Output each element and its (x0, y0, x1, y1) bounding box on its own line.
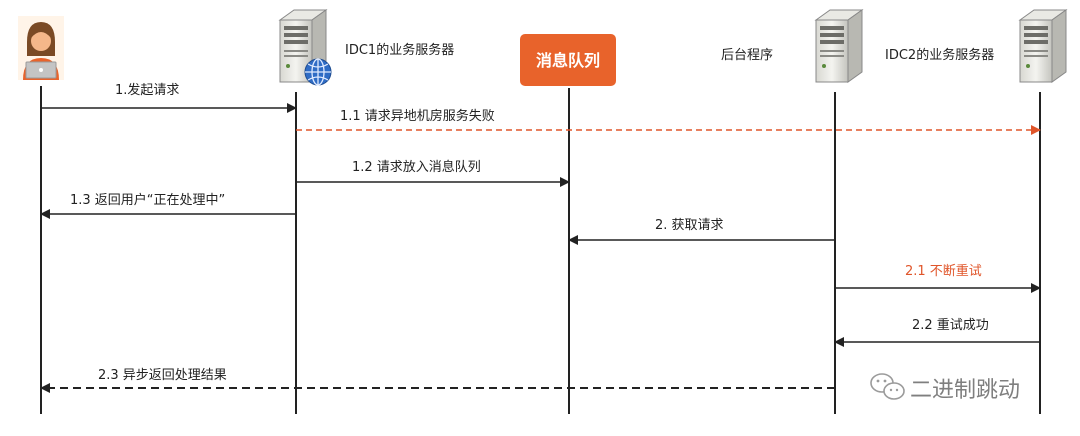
participant-label-mq: 消息队列 (536, 51, 600, 70)
server-globe-icon (279, 9, 332, 86)
wechat-icon (870, 373, 905, 400)
user-laptop-icon (18, 16, 64, 80)
participant-label-idc1: IDC1的业务服务器 (345, 42, 454, 58)
watermark-text: 二进制跳动 (910, 378, 1020, 403)
message-label-1: 1.发起请求 (115, 82, 179, 98)
message-label-2: 2. 获取请求 (655, 218, 724, 233)
message-label-2-1: 2.1 不断重试 (905, 263, 982, 279)
message-label-2-3: 2.3 异步返回处理结果 (98, 368, 227, 383)
message-label-1-1: 1.1 请求异地机房服务失败 (340, 108, 495, 124)
participant-label-backend: 后台程序 (721, 48, 773, 63)
server-icon (815, 9, 863, 83)
server-icon (1019, 9, 1067, 83)
message-queue-box (520, 34, 616, 86)
message-label-1-3: 1.3 返回用户“正在处理中” (70, 192, 225, 208)
message-label-2-2: 2.2 重试成功 (912, 317, 989, 333)
participant-label-idc2: IDC2的业务服务器 (885, 47, 994, 63)
message-label-1-2: 1.2 请求放入消息队列 (352, 159, 481, 175)
